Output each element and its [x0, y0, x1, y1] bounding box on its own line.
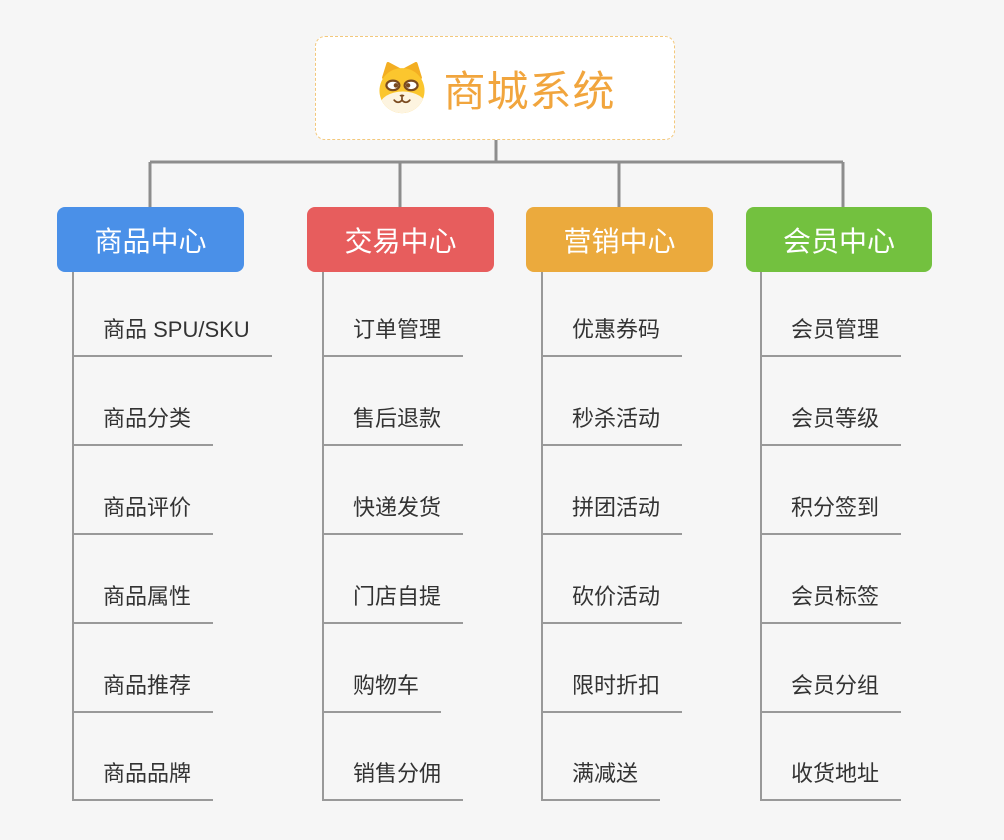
branch-topic-product-center[interactable]: 商品中心 [57, 207, 244, 272]
root-topic-node[interactable]: 商城系统 [315, 36, 675, 140]
branch-label: 交易中心 [344, 225, 457, 257]
sub-topic[interactable]: 订单管理 [323, 315, 464, 357]
sub-topic[interactable]: 商品 SPU/SKU [73, 315, 272, 357]
sub-topic[interactable]: 商品评价 [73, 493, 214, 535]
branch-label: 商品中心 [94, 225, 207, 257]
sub-topic[interactable]: 优惠券码 [542, 315, 683, 357]
branch-topic-marketing-center[interactable]: 营销中心 [526, 207, 713, 272]
sub-topic[interactable]: 秒杀活动 [542, 404, 683, 446]
sub-topic[interactable]: 会员等级 [761, 404, 902, 446]
sub-topic[interactable]: 销售分佣 [323, 759, 464, 801]
branch-topic-trade-center[interactable]: 交易中心 [307, 207, 494, 272]
sub-topic[interactable]: 收货地址 [761, 759, 902, 801]
sub-topic[interactable]: 门店自提 [323, 582, 464, 624]
sub-topic[interactable]: 会员分组 [761, 671, 902, 713]
sub-topic[interactable]: 购物车 [323, 671, 442, 713]
shiba-dog-icon [379, 62, 426, 114]
sub-topic[interactable]: 商品分类 [73, 404, 214, 446]
branch-label: 会员中心 [782, 225, 895, 257]
branch-topic-member-center[interactable]: 会员中心 [746, 207, 932, 272]
branch-label: 营销中心 [563, 225, 676, 257]
sub-topic[interactable]: 商品推荐 [73, 671, 214, 713]
sub-topic[interactable]: 砍价活动 [542, 582, 683, 624]
sub-topic[interactable]: 满减送 [542, 759, 661, 801]
sub-topic[interactable]: 会员管理 [761, 315, 902, 357]
sub-topic[interactable]: 商品属性 [73, 582, 214, 624]
sub-topic[interactable]: 积分签到 [761, 493, 902, 535]
root-topic-label: 商城系统 [443, 67, 616, 115]
sub-topic[interactable]: 限时折扣 [542, 671, 683, 713]
sub-topic[interactable]: 售后退款 [323, 404, 464, 446]
sub-topic[interactable]: 快递发货 [323, 493, 464, 535]
sub-topic[interactable]: 拼团活动 [542, 493, 683, 535]
sub-topic[interactable]: 会员标签 [761, 582, 902, 624]
sub-topic[interactable]: 商品品牌 [73, 759, 214, 801]
